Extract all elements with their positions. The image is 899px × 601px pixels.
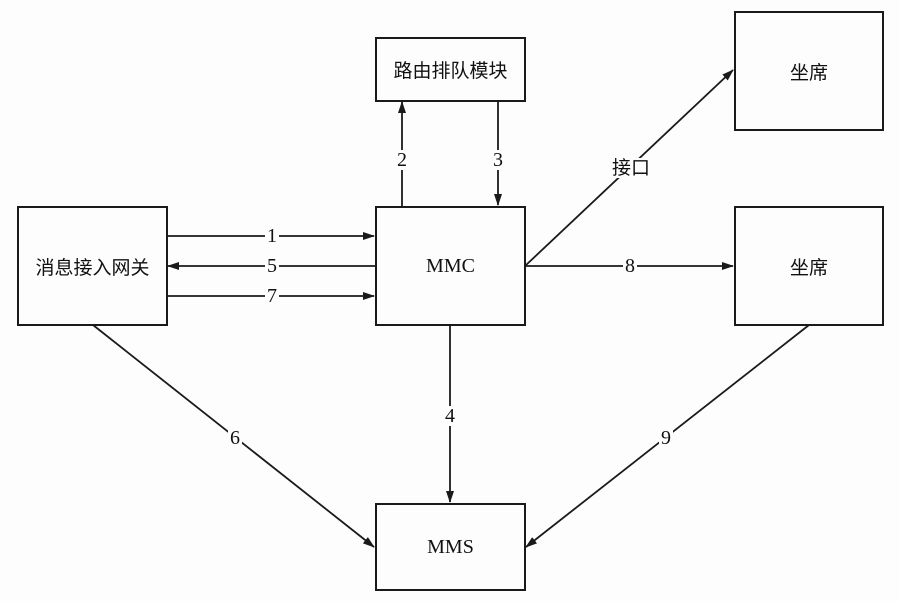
edge-label-2: 2 (395, 149, 409, 171)
node-seat-top: 坐席 (734, 11, 884, 131)
edge-label-5: 5 (265, 255, 279, 277)
edge-label-6: 6 (228, 427, 242, 449)
node-mms: MMS (375, 503, 526, 591)
node-seat-middle: 坐席 (734, 206, 884, 326)
edge-label-1: 1 (265, 225, 279, 247)
node-routing-queue: 路由排队模块 (375, 37, 526, 102)
node-mmc: MMC (375, 206, 526, 326)
edge-label-4: 4 (443, 405, 457, 427)
node-gateway: 消息接入网关 (17, 206, 168, 326)
edge-label-interface: 接口 (609, 157, 653, 179)
edge-label-3: 3 (491, 149, 505, 171)
edge-label-7: 7 (265, 285, 279, 307)
edge-label-8: 8 (623, 255, 637, 277)
edge-label-9: 9 (659, 427, 673, 449)
